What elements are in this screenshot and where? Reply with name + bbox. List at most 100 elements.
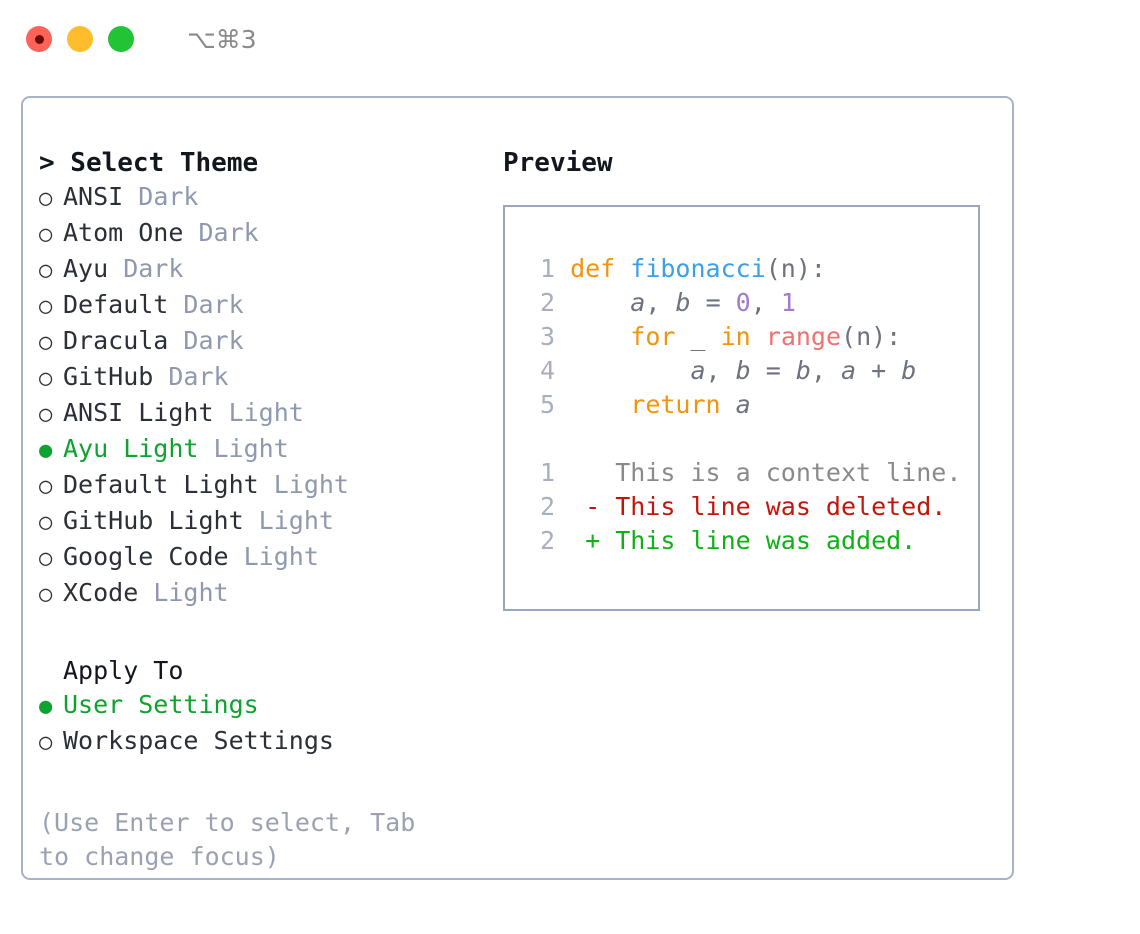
maximize-button[interactable] [108,26,134,52]
theme-option-label: Default Light [63,470,259,499]
gutter-gap [555,390,570,419]
radio-unselected-icon: ○ [39,258,53,283]
code-token: a [630,288,646,317]
theme-option-xcode[interactable]: ○XCode Light [39,576,493,612]
apply-to-option-label: Workspace Settings [63,726,334,755]
close-button[interactable] [26,26,52,52]
gutter-gap [555,322,570,351]
radio-selected-icon: ● [39,438,53,463]
theme-option-ayu-light[interactable]: ●Ayu Light Light [39,432,493,468]
diff-text: This line was added. [600,526,917,555]
apply-to-title: Apply To [63,656,184,685]
diff-text: This is a context line. [600,458,962,487]
theme-option-label: ANSI Light [63,398,214,427]
recording-dot-icon [34,34,44,44]
line-number: 3 [539,322,555,351]
code-token: (n): [765,254,826,283]
code-token: , [645,288,676,317]
code-token: + [856,356,902,385]
theme-option-label: GitHub [63,362,154,391]
diff-line: 1 This is a context line. [521,456,978,490]
code-token: 0 [735,288,751,317]
keyboard-shortcut-label: ⌥⌘3 [187,24,257,54]
code-line: 1 def fibonacci(n): [521,252,978,286]
diff-marker: - [555,492,601,521]
theme-option-dracula[interactable]: ○Dracula Dark [39,324,493,360]
minimize-button[interactable] [67,26,93,52]
code-token: (n): [841,322,902,351]
diff-line: 2 - This line was deleted. [521,490,978,524]
code-token: for [630,322,676,351]
main-panel: > Select Theme ○ANSI Dark○Atom One Dark○… [21,96,1014,880]
code-token [570,322,630,351]
theme-option-github[interactable]: ○ GitHub Dark [39,360,493,396]
code-token: _ [675,322,721,351]
radio-unselected-icon: ○ [39,582,53,607]
code-token: , [705,356,736,385]
code-token: , [750,288,781,317]
code-token: a [690,356,706,385]
gutter-gap [555,254,570,283]
theme-option-tag: Dark [153,362,229,391]
radio-unselected-icon: ○ [39,510,53,535]
line-number: 2 [539,288,555,317]
theme-option-tag: Dark [108,254,184,283]
gutter-gap [555,288,570,317]
code-spacer [521,422,978,456]
radio-selected-icon: ● [39,694,53,719]
apply-to-option-workspace-settings[interactable]: ○Workspace Settings [39,724,493,760]
code-token: b [735,356,751,385]
theme-option-google-code[interactable]: ○Google Code Light [39,540,493,576]
code-line: 5 return a [521,388,978,422]
theme-option-tag: Dark [183,218,259,247]
preview-column: Preview 1 def fibonacci(n):2 a, b = 0, 1… [493,98,980,874]
theme-option-tag: Dark [123,182,199,211]
code-token: b [795,356,811,385]
theme-option-ansi-light[interactable]: ○ANSI Light Light [39,396,493,432]
apply-to-list: ● User Settings ○Workspace Settings [39,688,493,760]
theme-option-tag: Light [198,434,289,463]
radio-unselected-icon: ○ [39,330,53,355]
code-token [751,322,766,351]
theme-option-github-light[interactable]: ○GitHub Light Light [39,504,493,540]
diff-marker: + [555,526,601,555]
code-token [570,288,630,317]
theme-option-ansi[interactable]: ○ANSI Dark [39,180,493,216]
gutter-gap [555,356,570,385]
diff-text: This line was deleted. [600,492,947,521]
theme-option-atom-one[interactable]: ○Atom One Dark [39,216,493,252]
diff-marker [555,458,600,487]
code-token: in [720,322,751,351]
preview-title: Preview [503,148,613,178]
theme-option-label: XCode [63,578,139,607]
theme-option-label: Dracula [63,326,169,355]
line-number: 2 [539,526,555,555]
code-line: 3 for _ in range(n): [521,320,978,354]
radio-unselected-icon: ○ [39,474,53,499]
radio-unselected-icon: ○ [39,294,53,319]
theme-option-label: GitHub Light [63,506,244,535]
apply-to-option-user-settings[interactable]: ● User Settings [39,688,493,724]
theme-option-tag: Light [228,542,319,571]
theme-list: ○ANSI Dark○Atom One Dark○Ayu Dark○Defaul… [39,180,493,612]
code-token: a [735,390,751,419]
theme-option-label: Ayu [63,254,109,283]
line-number: 4 [539,356,555,385]
code-token: fibonacci [630,254,766,283]
code-token: b [901,356,917,385]
theme-option-label: Google Code [63,542,229,571]
code-token: def [570,254,631,283]
line-number: 2 [539,492,555,521]
theme-option-default-light[interactable]: ○Default Light Light [39,468,493,504]
theme-option-default[interactable]: ○Default Dark [39,288,493,324]
apply-to-option-label: User Settings [63,690,259,719]
keyboard-hint-text: (Use Enter to select, Tab to change focu… [39,808,431,871]
code-token: a [841,356,857,385]
theme-option-ayu[interactable]: ○ Ayu Dark [39,252,493,288]
theme-option-label: Default [63,290,169,319]
theme-option-label: ANSI [63,182,124,211]
line-number: 1 [539,254,555,283]
code-token [570,390,630,419]
radio-unselected-icon: ○ [39,366,53,391]
